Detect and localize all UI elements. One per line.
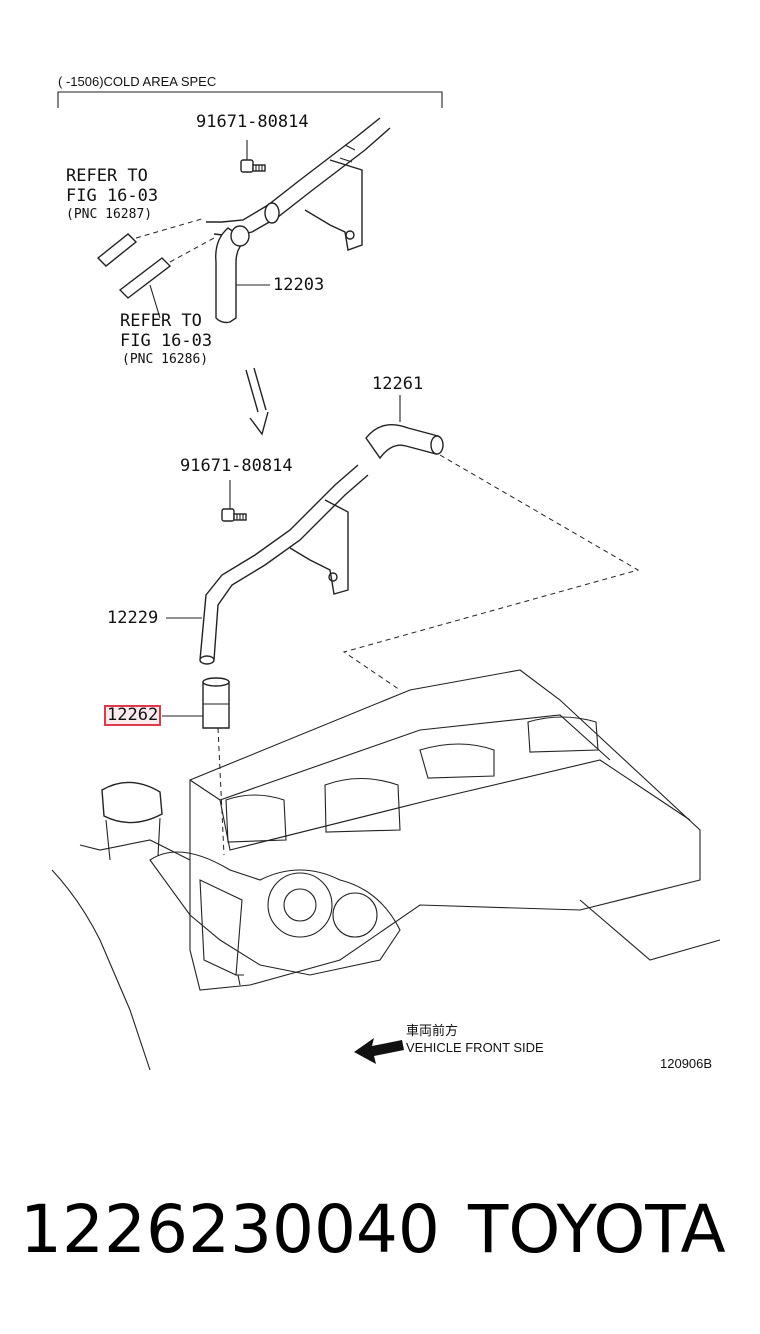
spec-header: ( -1506)COLD AREA SPEC [58,74,217,89]
middle-assembly [162,395,640,856]
refer-label-b-pnc: (PNC 16286) [122,352,209,367]
part-number: 1226230040 [20,1191,440,1268]
arrow-down-icon [245,367,269,436]
brand-name: TOYOTA [468,1191,726,1268]
part-label-91671-80814-bottom[interactable]: 91671-80814 [180,456,293,476]
arrow-left-icon [354,1038,404,1064]
part-label-91671-80814-top[interactable]: 91671-80814 [196,112,309,132]
bolt-icon [240,159,266,173]
product-footer: 1226230040 TOYOTA [0,1190,760,1270]
part-label-12229[interactable]: 12229 [107,608,159,628]
direction-label-jp: 車両前方 [406,1023,459,1038]
refer-label-b-line2[interactable]: FIG 16-03 [120,331,213,351]
refer-label-b-line1[interactable]: REFER TO [120,311,202,331]
top-assembly [96,117,391,324]
part-label-12262-selected[interactable]: 12262 [104,705,162,726]
bolt-icon [221,508,247,522]
parts-diagram [51,91,721,1071]
part-label-12203[interactable]: 12203 [273,275,325,295]
refer-label-a-line2[interactable]: FIG 16-03 [66,186,159,206]
figure-code: 120906B [660,1056,713,1071]
direction-label-en: VEHICLE FRONT SIDE [406,1040,544,1055]
engine-block [51,669,721,1071]
spec-bracket [57,91,443,108]
part-label-12261[interactable]: 12261 [372,374,424,394]
refer-label-a-line1[interactable]: REFER TO [66,166,148,186]
refer-label-a-pnc: (PNC 16287) [66,207,153,222]
